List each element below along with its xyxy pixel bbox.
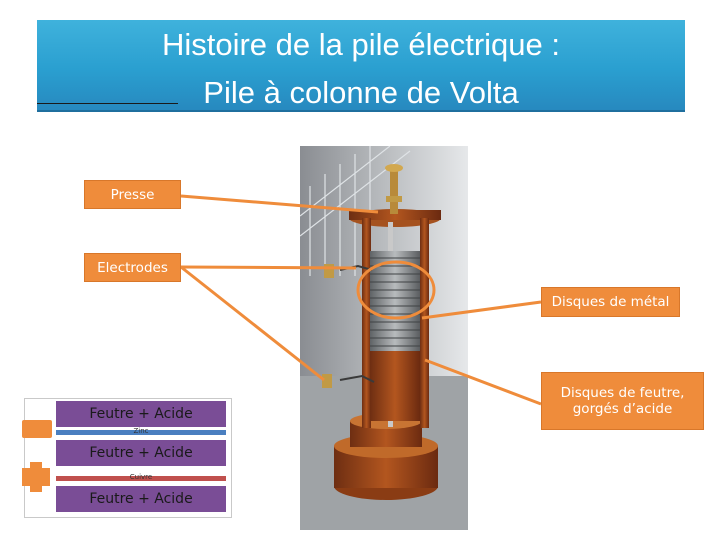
presse-connector	[181, 196, 378, 212]
felt-connector	[425, 360, 541, 404]
presse-label: Presse	[84, 180, 181, 209]
electrodes-connector-2	[181, 267, 324, 380]
copper-label: Cuivre	[56, 473, 226, 481]
felt-acid-layer-2: Feutre + Acide	[56, 440, 226, 466]
metal-disks-highlight	[358, 262, 434, 318]
felt-disks-label-line1: Disques de feutre,	[561, 385, 685, 401]
electrodes-connector-1	[181, 267, 356, 268]
felt-disks-label-line2: gorgés d’acide	[573, 401, 673, 417]
zinc-label: Zinc	[56, 427, 226, 435]
felt-disks-label: Disques de feutre, gorgés d’acide	[541, 372, 704, 430]
felt-acid-layer-3: Feutre + Acide	[56, 486, 226, 512]
negative-terminal-icon	[22, 420, 52, 438]
metal-connector	[422, 302, 541, 318]
metal-disks-label: Disques de métal	[541, 287, 680, 317]
felt-acid-layer-1: Feutre + Acide	[56, 401, 226, 427]
positive-terminal-icon-vertical	[30, 462, 42, 492]
electrodes-label: Electrodes	[84, 253, 181, 282]
